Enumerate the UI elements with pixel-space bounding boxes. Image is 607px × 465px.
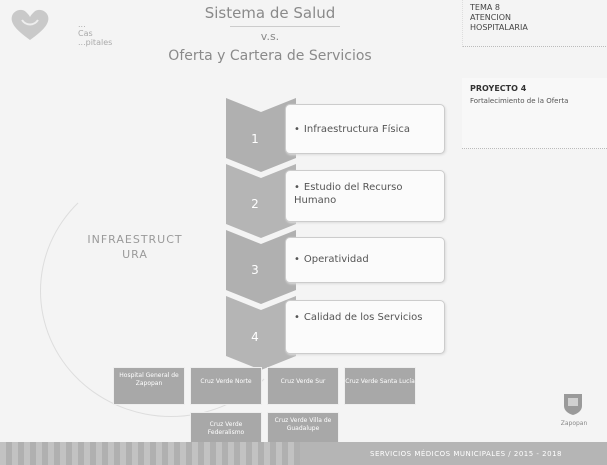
- proyecto-title: PROYECTO 4: [470, 84, 527, 93]
- infraestructura-label: INFRAESTRUCT URA: [87, 233, 183, 261]
- bullet-3: •: [294, 254, 300, 265]
- step-number-1: 1: [251, 132, 259, 146]
- hospital-box: Cruz Verde Sur: [267, 367, 339, 405]
- logo-text: ... Cas ...pitales: [78, 20, 113, 47]
- footer-text: SERVICIOS MÉDICOS MUNICIPALES / 2015 - 2…: [370, 450, 562, 458]
- step-box-4: •Calidad de los Servicios: [285, 300, 445, 354]
- hospital-box: Hospital General de Zapopan: [113, 367, 185, 405]
- step-text-4: Calidad de los Servicios: [303, 312, 423, 323]
- step-text-1: Infraestructura Física: [303, 124, 411, 135]
- chevron-1: [226, 98, 296, 172]
- hospital-box: Cruz Verde Norte: [190, 367, 262, 405]
- slide-subtitle: Oferta y Cartera de Servicios: [168, 48, 372, 64]
- hospital-box: Cruz Verde Villa de Guadalupe: [267, 412, 339, 446]
- hospital-box: Cruz Verde Federalismo: [190, 412, 262, 446]
- chevron-3: [226, 230, 296, 304]
- heart-logo-icon: [11, 9, 49, 40]
- step-text-2: Estudio del Recurso Humano: [294, 182, 403, 206]
- step-box-3: •Operatividad: [285, 237, 445, 283]
- slide-title-vs: v.s.: [260, 30, 280, 43]
- tema-label: TEMA 8 ATENCION HOSPITALARIA: [470, 3, 528, 32]
- proyecto-panel: [462, 78, 607, 149]
- step-number-4: 4: [251, 330, 259, 344]
- process-chevrons: [226, 98, 296, 370]
- hospital-box: Cruz Verde Santa Lucía: [344, 367, 416, 405]
- step-number-2: 2: [251, 197, 259, 211]
- tema-panel: [462, 0, 607, 47]
- chevron-4: [226, 296, 296, 370]
- bullet-2: •: [294, 182, 300, 193]
- step-text-3: Operatividad: [303, 254, 369, 265]
- proyecto-subtitle: Fortalecimiento de la Oferta: [470, 97, 569, 105]
- step-number-3: 3: [251, 263, 259, 277]
- footer-decoration: [0, 442, 300, 465]
- emblem-label: Zapopan: [560, 420, 588, 427]
- title-divider: [230, 26, 340, 27]
- step-box-2: •Estudio del Recurso Humano: [285, 170, 445, 222]
- slide-title: Sistema de Salud: [204, 4, 336, 22]
- zapopan-emblem-icon: [564, 394, 582, 415]
- bullet-4: •: [294, 312, 300, 323]
- bullet-1: •: [294, 124, 300, 135]
- decorative-arc: [40, 165, 302, 417]
- step-box-1: •Infraestructura Física: [285, 104, 445, 154]
- chevron-2: [226, 164, 296, 238]
